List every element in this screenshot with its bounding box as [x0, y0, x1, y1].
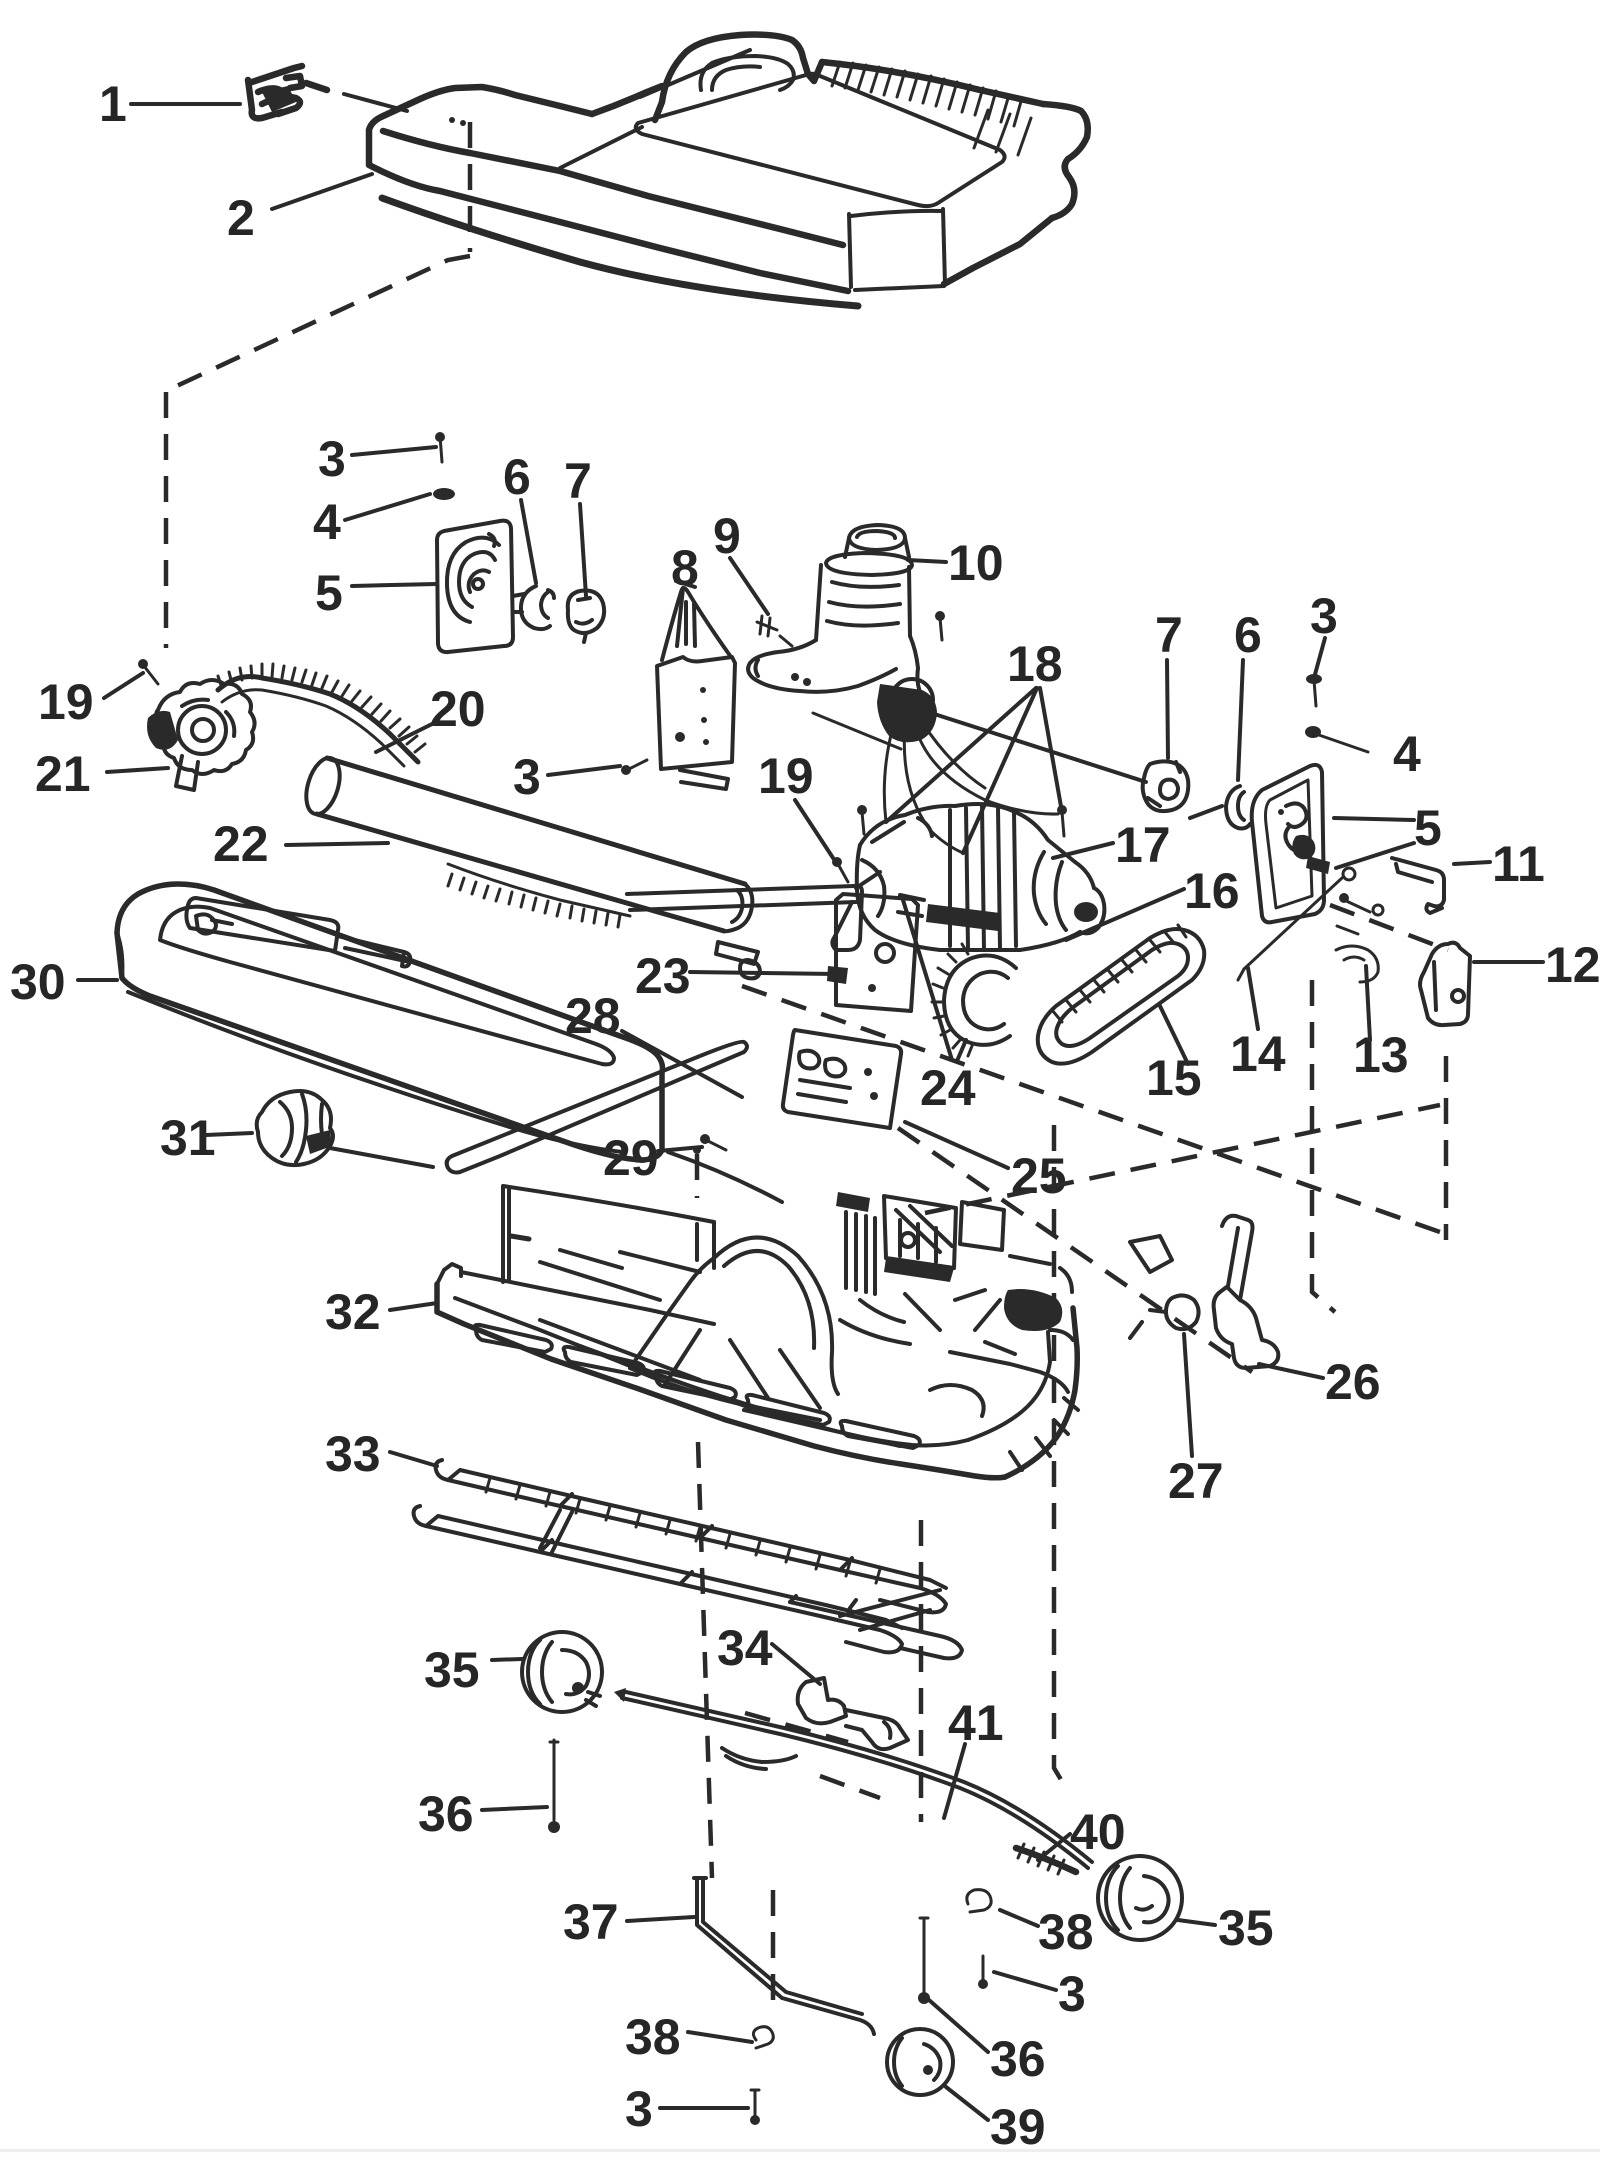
svg-text:35: 35 [1218, 1900, 1274, 1956]
svg-text:5: 5 [315, 565, 343, 621]
svg-text:19: 19 [38, 674, 94, 730]
svg-text:12: 12 [1545, 937, 1600, 993]
svg-text:4: 4 [1393, 726, 1421, 782]
svg-text:2: 2 [227, 190, 255, 246]
svg-text:1: 1 [99, 76, 127, 132]
svg-text:18: 18 [1007, 636, 1063, 692]
svg-text:35: 35 [424, 1642, 480, 1698]
svg-text:7: 7 [564, 453, 592, 509]
svg-text:24: 24 [920, 1060, 976, 1116]
svg-text:37: 37 [563, 1894, 619, 1950]
svg-text:17: 17 [1115, 817, 1171, 873]
svg-text:38: 38 [1038, 1904, 1094, 1960]
svg-text:32: 32 [325, 1284, 381, 1340]
svg-text:33: 33 [325, 1426, 381, 1482]
svg-text:5: 5 [1414, 800, 1442, 856]
svg-text:3: 3 [1310, 588, 1338, 644]
svg-text:39: 39 [990, 2099, 1046, 2155]
svg-text:20: 20 [430, 681, 486, 737]
svg-text:3: 3 [1058, 1966, 1086, 2022]
svg-text:9: 9 [713, 508, 741, 564]
svg-text:25: 25 [1011, 1148, 1067, 1204]
svg-text:23: 23 [635, 948, 691, 1004]
svg-text:36: 36 [418, 1786, 474, 1842]
svg-text:38: 38 [625, 2009, 681, 2065]
svg-text:26: 26 [1325, 1354, 1381, 1410]
svg-text:21: 21 [35, 746, 91, 802]
svg-text:36: 36 [990, 2031, 1046, 2087]
svg-text:10: 10 [948, 535, 1004, 591]
svg-text:13: 13 [1353, 1027, 1409, 1083]
svg-text:11: 11 [1492, 836, 1545, 892]
svg-text:3: 3 [513, 749, 541, 805]
svg-text:6: 6 [1234, 607, 1262, 663]
svg-text:16: 16 [1184, 863, 1240, 919]
svg-text:6: 6 [503, 449, 531, 505]
svg-text:41: 41 [948, 1695, 1004, 1751]
svg-text:3: 3 [625, 2081, 653, 2137]
svg-text:27: 27 [1168, 1453, 1224, 1509]
svg-text:3: 3 [318, 431, 346, 487]
svg-text:19: 19 [758, 748, 814, 804]
svg-text:15: 15 [1146, 1050, 1202, 1106]
svg-text:7: 7 [1155, 607, 1183, 663]
svg-text:34: 34 [717, 1620, 773, 1676]
svg-text:22: 22 [213, 816, 269, 872]
svg-text:31: 31 [160, 1110, 216, 1166]
svg-text:30: 30 [10, 954, 66, 1010]
svg-text:14: 14 [1230, 1026, 1286, 1082]
svg-text:4: 4 [313, 494, 341, 550]
